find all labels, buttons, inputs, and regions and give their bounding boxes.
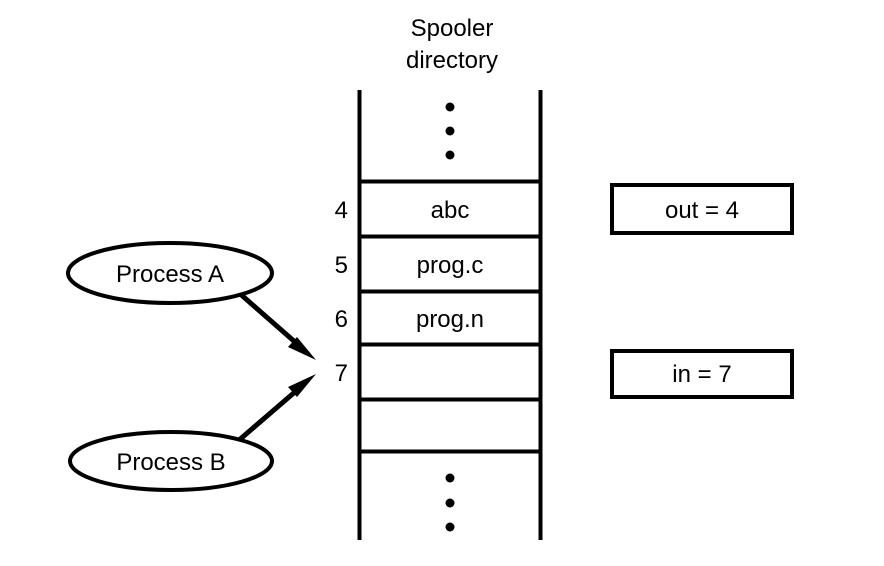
arrow-shaft — [236, 290, 305, 351]
variable-box-in-label: in = 7 — [672, 361, 731, 388]
process-a-ellipse — [66, 241, 274, 305]
arrow-shaft — [236, 383, 305, 443]
table-top-ellipsis — [445, 102, 455, 160]
arrow-head — [288, 374, 316, 397]
row-index-7: 7 — [335, 360, 348, 387]
arrow-head — [288, 337, 316, 360]
variable-box-out — [610, 183, 794, 235]
diagram-title-line2: directory — [406, 47, 498, 74]
ellipsis-dot — [445, 150, 455, 160]
arrow-process-a-to-slot — [236, 290, 316, 360]
variable-box-in — [610, 349, 794, 399]
arrow-process-b-to-slot — [236, 374, 316, 443]
process-b-ellipse — [68, 430, 274, 492]
row-index-5: 5 — [335, 252, 348, 279]
process-a-label: Process A — [116, 261, 224, 288]
row-value-4: abc — [431, 197, 470, 224]
ellipsis-dot — [445, 522, 455, 532]
variable-box-out-label: out = 4 — [665, 197, 739, 224]
row-index-4: 4 — [335, 197, 348, 224]
process-b-label: Process B — [116, 449, 225, 476]
table-bottom-ellipsis — [445, 473, 455, 532]
diagram-title-line1: Spooler — [411, 15, 494, 42]
ellipsis-dot — [445, 473, 455, 483]
row-value-6: prog.n — [416, 306, 484, 333]
ellipsis-dot — [445, 126, 455, 136]
row-index-6: 6 — [335, 306, 348, 333]
row-value-5: prog.c — [417, 252, 484, 279]
ellipsis-dot — [445, 498, 455, 508]
ellipsis-dot — [445, 102, 455, 112]
